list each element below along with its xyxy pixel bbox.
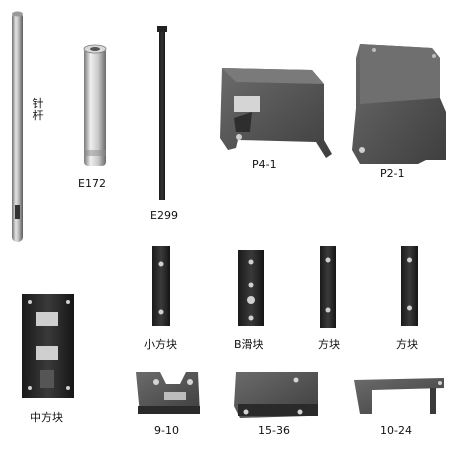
middle-block-image bbox=[22, 294, 74, 398]
part-15-36-label: 15-36 bbox=[258, 424, 290, 437]
e299-image bbox=[157, 26, 167, 200]
block-1-label: 方块 bbox=[318, 338, 340, 351]
b-slide-block-image bbox=[238, 250, 264, 326]
e299-label: E299 bbox=[150, 209, 178, 222]
block-2-label: 方块 bbox=[396, 338, 418, 351]
b-slide-block-label: B滑块 bbox=[234, 338, 264, 351]
e172-label: E172 bbox=[78, 177, 106, 190]
part-15-36-image bbox=[234, 372, 318, 418]
e172-image bbox=[83, 44, 107, 166]
needle-bar-label-line2: 杆 bbox=[32, 109, 44, 122]
part-9-10-image bbox=[136, 372, 200, 414]
p4-1-image bbox=[220, 68, 332, 158]
part-10-24-image bbox=[354, 378, 444, 414]
small-block-image bbox=[152, 246, 170, 326]
p4-1-label: P4-1 bbox=[252, 158, 277, 171]
block-1-image bbox=[320, 246, 336, 328]
p2-1-label: P2-1 bbox=[380, 167, 405, 180]
p2-1-image bbox=[352, 44, 446, 164]
block-2-image bbox=[401, 246, 418, 326]
part-9-10-label: 9-10 bbox=[154, 424, 179, 437]
part-10-24-label: 10-24 bbox=[380, 424, 412, 437]
needle-bar-image bbox=[12, 11, 23, 242]
needle-bar-label: 针 杆 bbox=[32, 98, 44, 122]
middle-block-label: 中方块 bbox=[30, 411, 63, 424]
small-block-label: 小方块 bbox=[144, 338, 177, 351]
needle-bar-label-line1: 针 bbox=[32, 97, 44, 110]
